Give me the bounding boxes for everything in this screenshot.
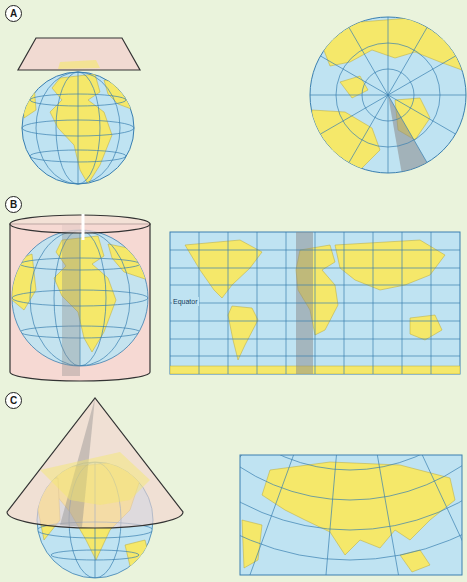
cone-globe (7, 398, 183, 528)
conic-map (240, 455, 350, 546)
conic-map (240, 455, 462, 575)
conic-map (240, 455, 462, 575)
globe-a (78, 72, 79, 184)
conic-map (240, 455, 462, 530)
cylinder-globe (10, 224, 150, 381)
globe-a (22, 72, 134, 184)
cylindrical-map (335, 240, 445, 290)
azimuthal-map (310, 17, 466, 173)
cylindrical-map (185, 240, 262, 298)
cylindrical-map (170, 232, 460, 374)
globe-a (22, 84, 36, 118)
globe-a (50, 74, 112, 184)
conic-map (240, 455, 462, 560)
azimuthal-map (310, 17, 466, 173)
cone-globe (7, 398, 183, 578)
cylindrical-map (410, 315, 442, 340)
conic-map (90, 40, 467, 582)
globe-a (22, 72, 134, 184)
conic-map (242, 520, 262, 568)
azimuthal-map (310, 17, 466, 173)
cylinder-globe (10, 214, 150, 381)
equator-label: Equator (172, 297, 199, 306)
cylinder-globe (108, 244, 148, 280)
cylinder-globe (10, 215, 150, 233)
cone-globe (125, 540, 150, 566)
conic-map (400, 550, 430, 572)
projection-plane (58, 60, 100, 69)
cylinder-globe (12, 254, 36, 310)
globe-a (56, 72, 100, 184)
projection-plane (18, 38, 140, 70)
azimuthal-map (320, 18, 462, 70)
panel-letter: B (5, 196, 22, 213)
cone-globe (40, 452, 150, 505)
cylinder-globe (62, 224, 80, 376)
cylindrical-map (170, 232, 460, 374)
cylindrical-map (170, 232, 460, 374)
cylindrical-map (228, 306, 258, 360)
globe-a (22, 72, 134, 184)
conic-map (240, 455, 462, 500)
azimuthal-map (310, 17, 466, 173)
conic-map (240, 455, 462, 575)
conic-map (240, 455, 462, 470)
projection-plane (18, 38, 140, 70)
panel-letter: A (5, 5, 22, 22)
globe-a (104, 80, 134, 110)
conic-map (262, 462, 455, 555)
cylindrical-map (170, 232, 460, 374)
panel-letter: C (5, 392, 22, 409)
conic-map (240, 455, 462, 575)
cylinder-globe (82, 214, 85, 240)
globe-a (36, 72, 120, 184)
